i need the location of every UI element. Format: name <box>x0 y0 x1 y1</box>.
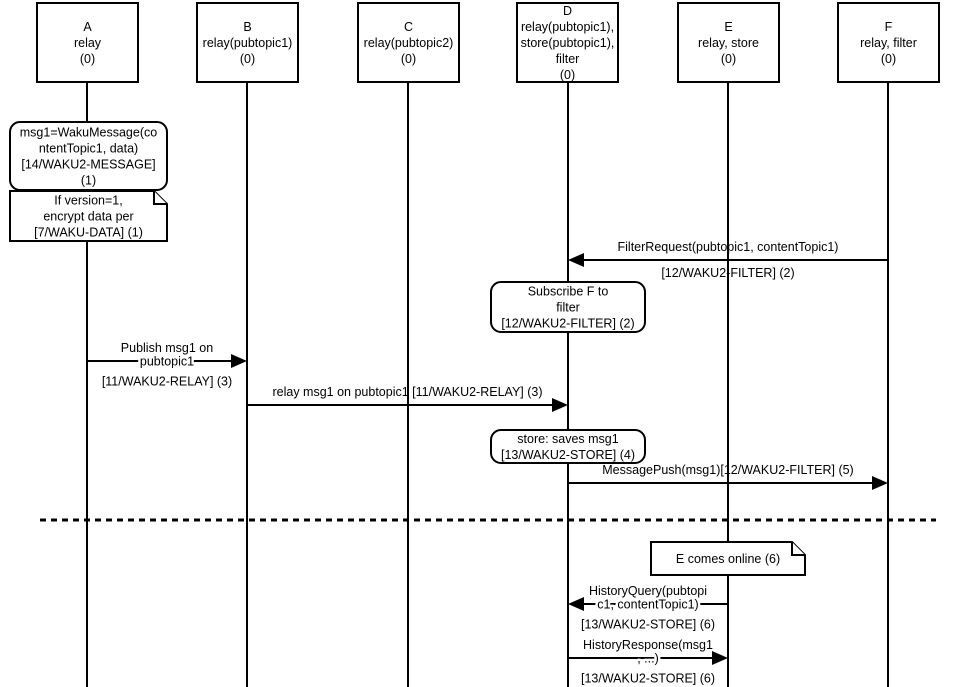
participant-label-line: store(pubtopic1), <box>521 36 615 50</box>
note-subscribe: Subscribe F to filter [12/WAKU2-FILTER] (2… <box>490 281 646 333</box>
message-arrowhead <box>568 597 584 611</box>
participant-box <box>516 2 619 83</box>
participant-label-line: (0) <box>721 52 736 66</box>
message-label-below: [12/WAKU2-FILTER] (2) <box>661 266 794 280</box>
note-shape-rounded <box>490 429 646 464</box>
participant-label-line: A <box>83 20 92 34</box>
participant-label-line: relay <box>74 36 102 50</box>
message-label-below: [11/WAKU2-RELAY] (3) <box>102 375 232 389</box>
note-store: store: saves msg1 [13/WAKU2-STORE] (4) <box>490 429 646 464</box>
note-text-line: encrypt data per <box>43 210 133 224</box>
participant-label-line: (0) <box>80 52 95 66</box>
participant-box <box>357 2 460 83</box>
participant-label-line: (0) <box>560 68 575 82</box>
participant-label-line: relay(pubtopic2) <box>364 36 454 50</box>
note-text-line: ntentTopic1, data) <box>39 142 138 156</box>
message-label-above: HistoryQuery(pubtopi <box>589 584 707 598</box>
message-history-query[interactable]: HistoryQuery(pubtopic1, contentTopic1) [1… <box>568 584 728 632</box>
note-text-line: Subscribe F to <box>528 285 609 299</box>
message-arrowhead <box>568 253 584 267</box>
note-text-line: filter <box>556 301 580 315</box>
note-text-line: msg1=WakuMessage(co <box>20 126 157 140</box>
message-arrowhead <box>552 398 568 412</box>
message-history-response[interactable]: HistoryResponse(msg1, ...) [13/WAKU2-STOR… <box>568 638 728 686</box>
participant-label-line: D <box>563 4 572 18</box>
message-relay-msg1[interactable]: relay msg1 on pubtopic1 [11/WAKU2-RELAY]… <box>247 385 568 412</box>
message-label-above: MessagePush(msg1)[12/WAKU2-FILTER] (5) <box>602 463 853 477</box>
message-label-on: pubtopic1 <box>140 355 194 369</box>
note-text-line: [14/WAKU2-MESSAGE] <box>21 158 155 172</box>
participant-box <box>36 2 139 83</box>
participant-label-line: (0) <box>240 52 255 66</box>
message-filter-request[interactable]: FilterRequest(pubtopic1, contentTopic1) [… <box>568 240 888 280</box>
note-e-online: E comes online (6) <box>650 541 806 576</box>
message-arrowhead <box>231 354 247 368</box>
participant-label-line: (0) <box>401 52 416 66</box>
participant-label-line: (0) <box>881 52 896 66</box>
note-text-line: [7/WAKU-DATA] (1) <box>34 226 143 240</box>
participant-box <box>677 2 780 83</box>
participant-label-line: relay, filter <box>860 36 917 50</box>
note-fold-corner <box>153 191 167 205</box>
note-text-line: store: saves msg1 <box>517 432 618 446</box>
participant-label-line: relay(pubtopic1), <box>521 20 614 34</box>
note-text-line: [13/WAKU2-STORE] (4) <box>501 448 635 462</box>
note-text-line: [12/WAKU2-FILTER] (2) <box>501 317 634 331</box>
note-text-line: E comes online (6) <box>676 552 780 566</box>
message-label-above: FilterRequest(pubtopic1, contentTopic1) <box>618 240 839 254</box>
note-msg1: msg1=WakuMessage(co ntentTopic1, data) [14… <box>9 121 168 191</box>
message-arrowhead <box>712 651 728 665</box>
message-label-below: [13/WAKU2-STORE] (6) <box>581 672 715 686</box>
participant-label-line: E <box>724 20 732 34</box>
message-label-on: , ...) <box>637 652 659 666</box>
note-text-line: If version=1, <box>54 194 122 208</box>
message-label-on: c1, contentTopic1) <box>597 598 698 612</box>
message-label-above: Publish msg1 on <box>121 341 213 355</box>
message-message-push[interactable]: MessagePush(msg1)[12/WAKU2-FILTER] (5) <box>568 463 888 490</box>
participant-box <box>837 2 940 83</box>
note-shape-rounded <box>490 281 646 333</box>
message-label-above: relay msg1 on pubtopic1 [11/WAKU2-RELAY]… <box>272 385 542 399</box>
message-label-above: HistoryResponse(msg1 <box>583 638 713 652</box>
note-encrypt: If version=1, encrypt data per [7/WAKU-DAT… <box>9 190 168 242</box>
participant-label-line: filter <box>556 52 580 66</box>
note-shape-folded <box>9 190 168 242</box>
note-shape-folded <box>650 541 806 576</box>
note-text-line: (1) <box>81 174 96 188</box>
participant-label-line: C <box>404 20 413 34</box>
participant-label-line: relay, store <box>698 36 759 50</box>
message-arrowhead <box>872 476 888 490</box>
participant-label-line: F <box>885 20 893 34</box>
participant-label-line: relay(pubtopic1) <box>203 36 293 50</box>
note-fold-corner <box>791 542 805 556</box>
message-label-below: [13/WAKU2-STORE] (6) <box>581 618 715 632</box>
participant-label-line: B <box>243 20 251 34</box>
participant-box <box>196 2 299 83</box>
